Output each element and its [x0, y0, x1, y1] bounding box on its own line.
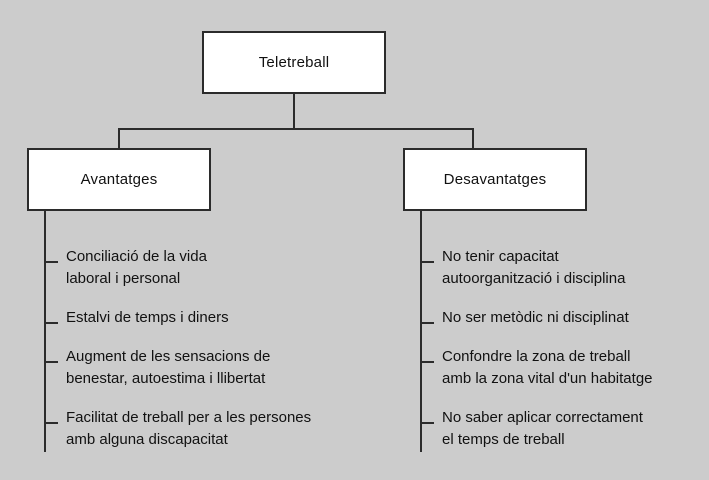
branch-node-label-left: Avantatges [80, 170, 158, 188]
connector-spine-left [44, 211, 46, 452]
tick-mark-icon [420, 422, 434, 424]
root-node-teletreball[interactable]: Teletreball [202, 31, 386, 94]
list-item-label: No saber aplicar correctament el temps d… [442, 409, 643, 448]
list-item[interactable]: No tenir capacitat autoorganització i di… [420, 246, 705, 290]
list-item-label: No tenir capacitat autoorganització i di… [442, 248, 626, 287]
branch-node-label-right: Desavantatges [443, 170, 547, 188]
connector-drop-right [472, 128, 474, 149]
root-node-label: Teletreball [258, 53, 330, 71]
list-item-label: Facilitat de treball per a les persones … [66, 409, 312, 448]
list-item-label: Conciliació de la vida laboral i persona… [66, 248, 207, 287]
list-item[interactable]: Conciliació de la vida laboral i persona… [44, 246, 394, 290]
tick-mark-icon [420, 322, 434, 324]
tick-mark-icon [44, 261, 58, 263]
list-item[interactable]: No saber aplicar correctament el temps d… [420, 407, 705, 451]
tick-mark-icon [44, 361, 58, 363]
list-item-label: Augment de les sensacions de benestar, a… [66, 348, 271, 387]
leaf-list-avantatges: Conciliació de la vida laboral i persona… [44, 246, 394, 468]
leaf-list-desavantatges: No tenir capacitat autoorganització i di… [420, 246, 705, 468]
branch-node-desavantatges[interactable]: Desavantatges [403, 148, 587, 211]
list-item[interactable]: Facilitat de treball per a les persones … [44, 407, 394, 451]
tick-mark-icon [420, 261, 434, 263]
branch-node-avantatges[interactable]: Avantatges [27, 148, 211, 211]
list-item-label: No ser metòdic ni disciplinat [442, 309, 629, 326]
list-item[interactable]: Estalvi de temps i diners [44, 307, 394, 329]
connector-horizontal-bar [118, 128, 474, 130]
tick-mark-icon [420, 361, 434, 363]
connector-spine-right [420, 211, 422, 452]
tick-mark-icon [44, 422, 58, 424]
tick-mark-icon [44, 322, 58, 324]
list-item[interactable]: No ser metòdic ni disciplinat [420, 307, 705, 329]
connector-drop-left [118, 128, 120, 149]
list-item[interactable]: Augment de les sensacions de benestar, a… [44, 346, 394, 390]
connector-root-stem [293, 94, 295, 129]
list-item-label: Estalvi de temps i diners [66, 309, 229, 326]
list-item-label: Confondre la zona de treball amb la zona… [442, 348, 653, 387]
list-item[interactable]: Confondre la zona de treball amb la zona… [420, 346, 705, 390]
